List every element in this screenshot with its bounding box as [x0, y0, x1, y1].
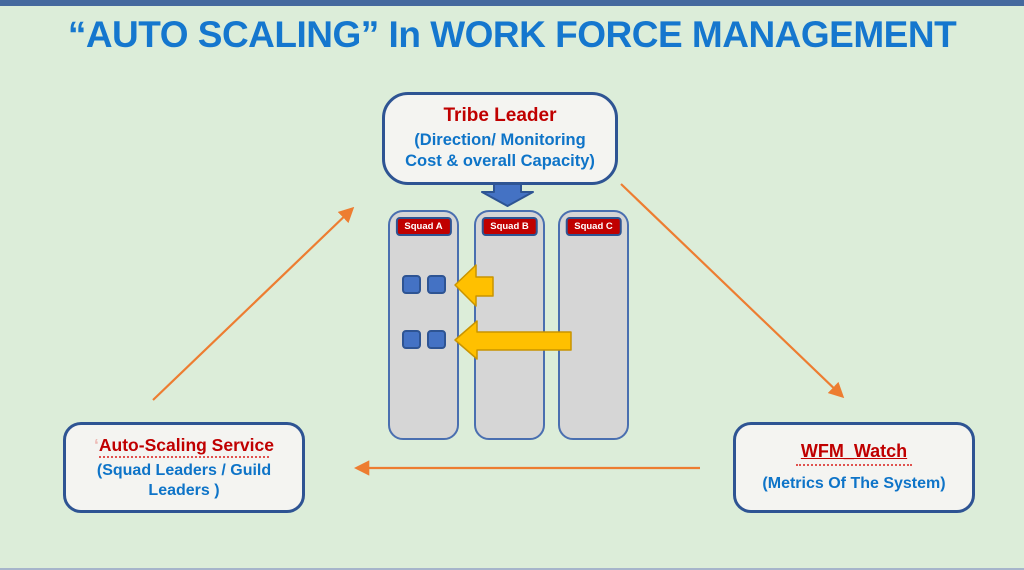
spellcheck-squiggle — [796, 464, 912, 467]
tribe-leader-subtitle-line2: Cost & overall Capacity) — [405, 151, 595, 170]
arrow-tribe-to-wfm — [620, 183, 845, 399]
squad-c-column: Squad C — [558, 210, 629, 440]
bottom-border-line — [0, 568, 1024, 570]
member-block — [427, 330, 446, 349]
wfm-watch-node: WFM_Watch (Metrics Of The System) — [733, 422, 975, 513]
auto-scaling-service-title-text: Auto-Scaling Service — [98, 434, 274, 455]
auto-scaling-service-title: ‘Auto-Scaling Service — [94, 435, 274, 456]
arrow-autoscaling-to-squads — [152, 206, 355, 401]
auto-scaling-subtitle-line1: (Squad Leaders / Guild — [96, 461, 272, 479]
wfm-watch-title: WFM_Watch — [800, 440, 908, 461]
squad-a-column: Squad A — [388, 210, 459, 440]
tribe-leader-subtitle-line1: (Direction/ Monitoring — [414, 131, 586, 150]
squad-b-badge: Squad B — [481, 217, 538, 236]
page-title: “AUTO SCALING” In WORK FORCE MANAGEMENT — [67, 14, 957, 55]
squad-c-badge: Squad C — [565, 217, 622, 236]
tribe-leader-node: Tribe Leader (Direction/ Monitoring Cost… — [382, 92, 618, 185]
tribe-leader-title: Tribe Leader — [443, 105, 557, 127]
squad-a-badge: Squad A — [395, 217, 452, 236]
squad-b-column: Squad B — [474, 210, 545, 440]
member-block — [402, 275, 421, 294]
auto-scaling-subtitle-line2: Leaders ) — [148, 481, 220, 499]
spellcheck-squiggle — [99, 455, 269, 459]
member-block — [402, 330, 421, 349]
member-block — [427, 275, 446, 294]
stray-quote-mark: ‘ — [94, 434, 99, 455]
wfm-watch-subtitle: (Metrics Of The System) — [762, 475, 946, 493]
auto-scaling-service-node: ‘Auto-Scaling Service (Squad Leaders / G… — [63, 422, 305, 513]
top-border-bar — [0, 0, 1024, 6]
